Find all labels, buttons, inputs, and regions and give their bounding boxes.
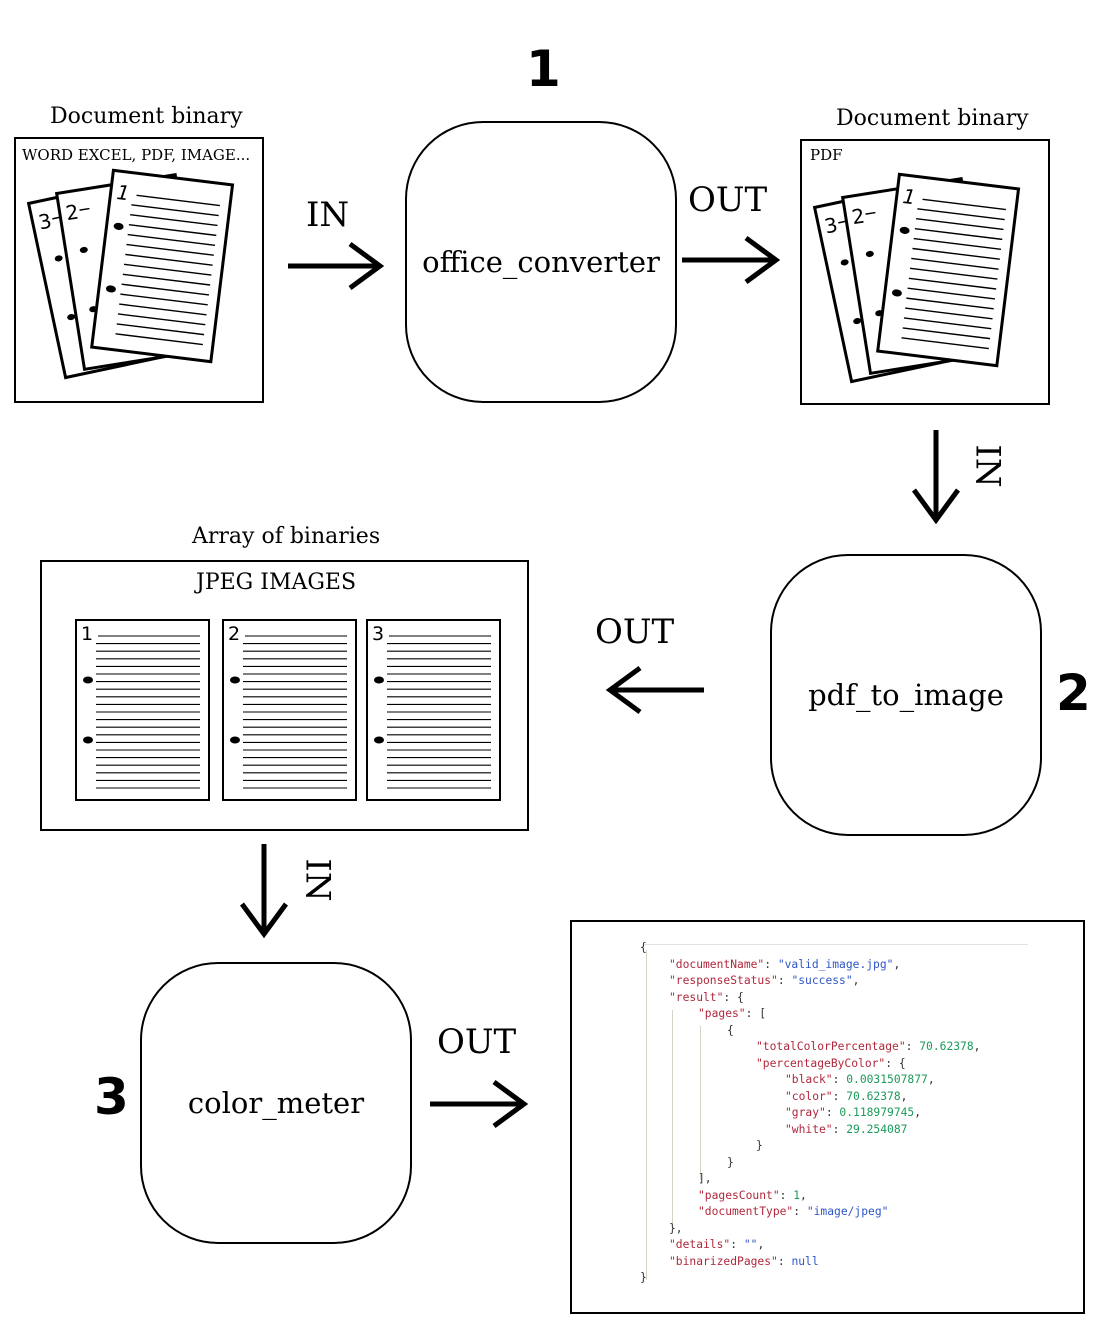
document-page: 1 (90, 168, 235, 364)
jpeg-page-number: 2 (228, 623, 240, 645)
json-line: }, (669, 1221, 683, 1235)
json-line: "white": 29.254087 (785, 1122, 908, 1136)
json-line: "pages": [ (698, 1007, 767, 1020)
json-line: "pagesCount": 1, (698, 1188, 807, 1202)
json-line: "responseStatus": "success", (669, 974, 860, 987)
json-line: "color": 70.62378, (785, 1089, 908, 1103)
jpeg-page: 2 (222, 619, 357, 801)
down-arrow-icon (911, 430, 961, 525)
office-converter-node: office_converter (405, 121, 677, 403)
json-line: { (727, 1023, 734, 1037)
step-1-number: 1 (526, 40, 561, 98)
pdf-doc-caption: Document binary (836, 106, 1029, 131)
input-doc-caption: Document binary (50, 104, 243, 129)
left-arrow-icon (605, 665, 704, 715)
json-line: "gray": 0.118979745, (785, 1106, 922, 1119)
out-label-2: OUT (595, 612, 675, 652)
in-label-1: IN (306, 195, 350, 235)
jpeg-page: 3 (366, 619, 501, 801)
json-line: } (727, 1155, 734, 1169)
out-label-3: OUT (437, 1022, 517, 1062)
json-line: } (756, 1139, 763, 1152)
json-line: { (640, 941, 647, 954)
jpeg-page-number: 3 (372, 623, 384, 645)
json-line: } (640, 1271, 647, 1284)
in-label-2: IN (967, 444, 1008, 488)
color-meter-node: color_meter (140, 962, 412, 1244)
pdf-doc-types: PDF (810, 146, 843, 164)
jpeg-page: 1 (75, 619, 210, 801)
json-line: "details": "", (669, 1238, 765, 1251)
json-line: "documentName": "valid_image.jpg", (669, 957, 901, 971)
document-page-number: 1 (115, 180, 131, 205)
out-label-1: OUT (688, 180, 768, 220)
document-page-number: 2 (850, 203, 866, 229)
images-caption: Array of binaries (192, 524, 381, 549)
office-converter-label: office_converter (422, 245, 660, 279)
step-2-number: 2 (1056, 664, 1091, 722)
json-line: "binarizedPages": null (669, 1254, 819, 1268)
input-doc-types: WORD EXCEL, PDF, IMAGE... (22, 146, 251, 164)
right-arrow-icon (288, 241, 385, 291)
document-page-number: 3 (36, 208, 53, 234)
json-line: "percentageByColor": { (756, 1056, 906, 1070)
color-meter-label: color_meter (187, 1086, 365, 1120)
pdf-to-image-label: pdf_to_image (808, 678, 1004, 712)
down-arrow-icon (239, 844, 289, 939)
jpeg-page-number: 1 (81, 623, 93, 645)
document-page-number: 3 (822, 212, 839, 238)
jpeg-pages: 1 2 3 (75, 619, 501, 801)
document-page: 1 (876, 172, 1021, 368)
json-output: { "documentName": "valid_image.jpg", "resp… (640, 940, 1028, 1288)
document-page-number: 2 (64, 199, 80, 225)
json-line: "result": { (669, 990, 744, 1004)
right-arrow-icon (430, 1079, 529, 1129)
json-output-box (570, 920, 1085, 1314)
pdf-to-image-node: pdf_to_image (770, 554, 1042, 836)
json-line: ], (698, 1172, 712, 1185)
step-3-number: 3 (94, 1068, 129, 1126)
right-arrow-icon (682, 235, 781, 285)
json-line: "totalColorPercentage": 70.62378, (756, 1040, 981, 1053)
json-line: "documentType": "image/jpeg" (698, 1205, 889, 1218)
images-title: JPEG IMAGES (196, 570, 357, 595)
in-label-3: IN (297, 858, 338, 902)
json-line: "black": 0.0031507877, (785, 1073, 935, 1086)
images-box: JPEG IMAGES 1 2 3 (40, 560, 529, 831)
document-page-number: 1 (901, 184, 917, 209)
